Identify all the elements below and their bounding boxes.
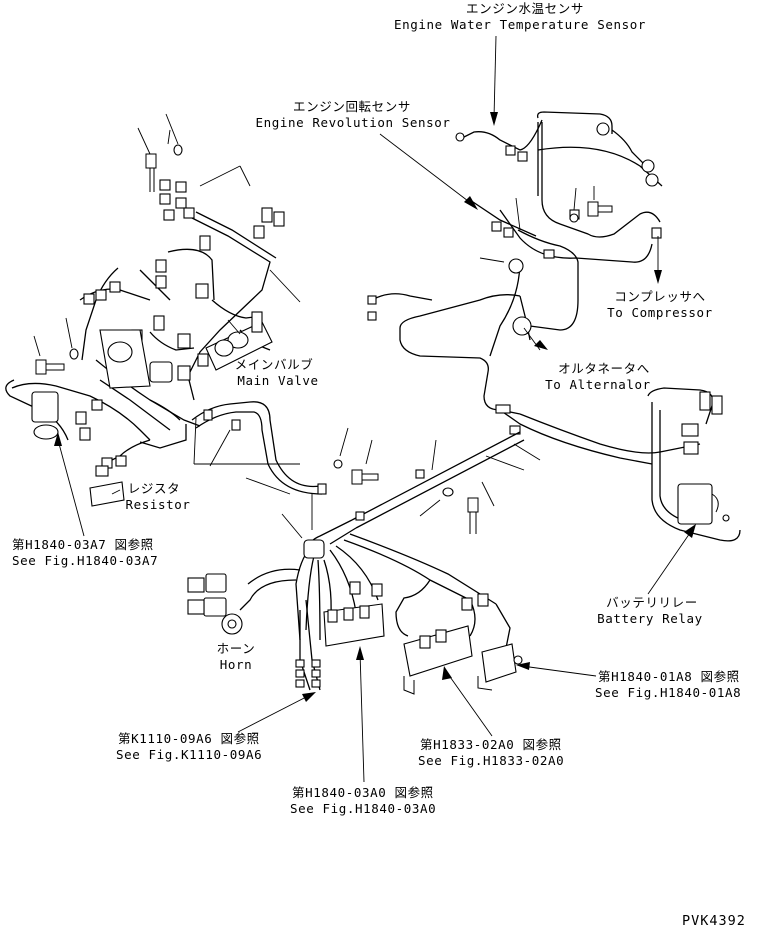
- engine-water-temp-label-en: Engine Water Temperature Sensor: [394, 17, 646, 32]
- main-center-harness: [187, 431, 525, 695]
- horn-label-en: Horn: [219, 657, 253, 672]
- compressor-label-en: To Compressor: [607, 305, 713, 320]
- alternator-label-en: To Alternalor: [545, 377, 651, 392]
- ref-h1833-02a0-en: See Fig.H1833-02A0: [418, 753, 565, 768]
- resistor-label-en: Resistor: [125, 497, 191, 512]
- resistor-label-jp: レジスタ: [127, 481, 181, 496]
- drawing-code: PVK4392: [682, 913, 746, 929]
- ref-h1840-03a0-en: See Fig.H1840-03A0: [290, 801, 437, 816]
- ref-h1833-02a0-jp: 第H1833-02A0 図参照: [420, 737, 562, 752]
- ref-h1840-03a7-en: See Fig.H1840-03A7: [12, 553, 159, 568]
- leader-lines: [33, 35, 696, 783]
- ref-h1840-03a7-jp: 第H1840-03A7 図参照: [12, 537, 154, 552]
- engine-rev-label-en: Engine Revolution Sensor: [255, 115, 451, 130]
- engine-rev-label-jp: エンジン回転センサ: [293, 99, 411, 114]
- battery-relay-label-en: Battery Relay: [597, 611, 703, 626]
- compressor-label-jp: コンプレッサへ: [614, 289, 706, 304]
- alternator-label-jp: オルタネータへ: [558, 361, 650, 376]
- left-engine-harness: [5, 144, 327, 507]
- ref-h1840-01a8-jp: 第H1840-01A8 図参照: [598, 669, 740, 684]
- battery-relay-label-jp: バッテリリレー: [606, 595, 698, 610]
- main-valve-label-en: Main Valve: [237, 373, 319, 388]
- main-valve-label-jp: メインバルブ: [234, 357, 314, 372]
- ref-h1840-01a8-en: See Fig.H1840-01A8: [595, 685, 742, 700]
- upper-right-harness: [367, 111, 741, 542]
- ref-k1110-09a6-en: See Fig.K1110-09A6: [116, 747, 263, 762]
- engine-water-temp-label-jp: エンジン水温センサ: [466, 1, 584, 16]
- horn-label-jp: ホーン: [216, 641, 256, 656]
- ref-h1840-03a0-jp: 第H1840-03A0 図参照: [292, 785, 434, 800]
- ref-k1110-09a6-jp: 第K1110-09A6 図参照: [118, 731, 260, 746]
